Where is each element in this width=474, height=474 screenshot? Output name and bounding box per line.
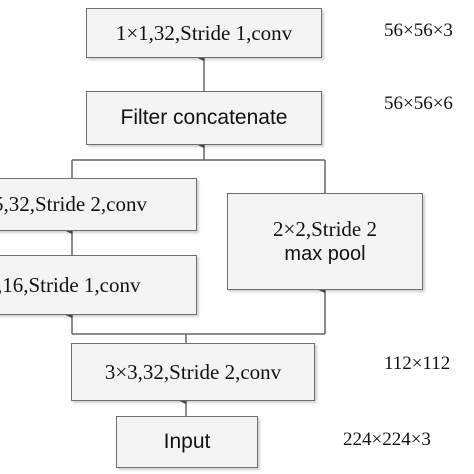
maxpool-label-line1: 2×2,Stride 2 bbox=[272, 216, 377, 241]
conv-stem-label: 3×3,32,Stride 2,conv bbox=[104, 359, 282, 384]
input-box: Input bbox=[116, 416, 258, 468]
input-label: Input bbox=[163, 430, 211, 453]
dim-stem-label: 112×112 bbox=[384, 353, 451, 374]
filter-concatenate-label: Filter concatenate bbox=[120, 106, 288, 129]
conv-1x1-label: 1×1,32,Stride 1,conv bbox=[115, 20, 293, 45]
dim-top-label: 56×56×3 bbox=[384, 20, 453, 41]
maxpool-label-line2: max pool bbox=[284, 243, 366, 266]
filter-concatenate-box: Filter concatenate bbox=[86, 91, 322, 145]
dim-concat-label: 56×56×6 bbox=[384, 93, 453, 114]
conv-left-lower-label: ,16,Stride 1,conv bbox=[0, 272, 141, 297]
maxpool-box: 2×2,Stride 2 max pool bbox=[227, 193, 423, 290]
conv-left-upper-box: 5,32,Stride 2,conv bbox=[0, 178, 197, 231]
dim-input-label: 224×224×3 bbox=[343, 429, 431, 450]
conv-stem-box: 3×3,32,Stride 2,conv bbox=[71, 343, 315, 401]
conv-left-upper-label: 5,32,Stride 2,conv bbox=[0, 192, 147, 216]
conv-left-lower-box: ,16,Stride 1,conv bbox=[0, 255, 197, 315]
conv-1x1-box: 1×1,32,Stride 1,conv bbox=[86, 8, 322, 58]
